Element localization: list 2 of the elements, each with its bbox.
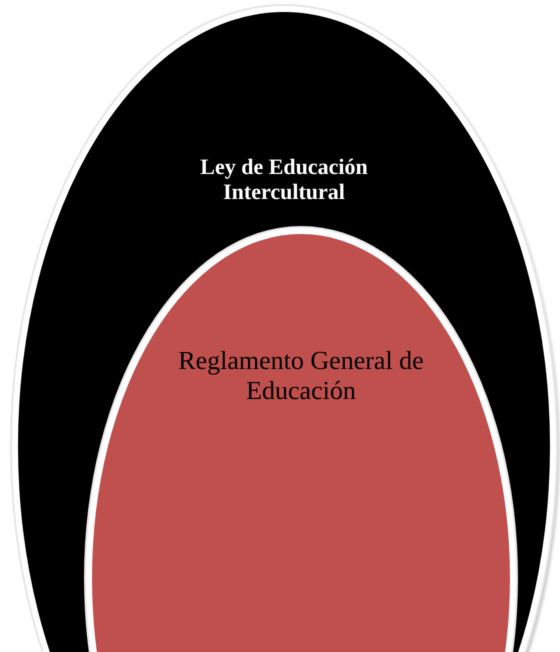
shape-label: Reglamento General de Educación — [177, 346, 425, 406]
shape-label: Ley de Educación Intercultural — [199, 154, 369, 205]
